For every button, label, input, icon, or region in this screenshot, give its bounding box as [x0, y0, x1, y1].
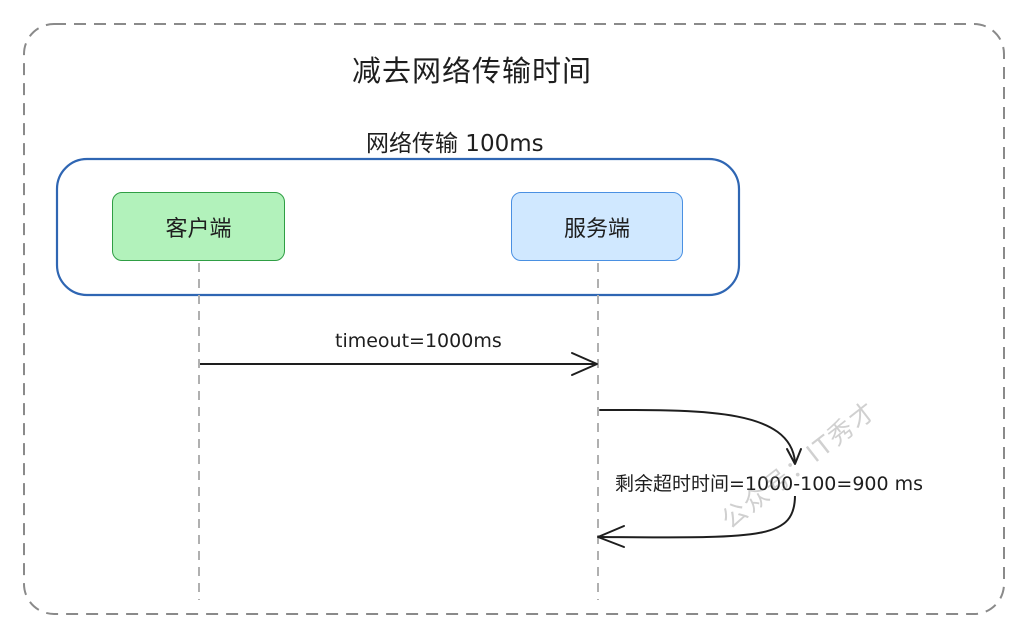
return-arrow-head — [597, 525, 625, 548]
request-timeout-label: timeout=1000ms — [335, 330, 502, 352]
server-node: 服务端 — [511, 192, 683, 261]
remaining-timeout-label: 剩余超时时间=1000-100=900 ms — [613, 469, 926, 496]
outer-dashed-frame — [23, 23, 1005, 615]
deduct-curve-arrow — [599, 408, 796, 463]
client-node: 客户端 — [112, 192, 285, 261]
client-node-label: 客户端 — [165, 216, 232, 242]
network-transfer-label: 网络传输 100ms — [366, 131, 544, 157]
request-arrow-head — [571, 352, 598, 376]
deduct-curve-arrow-head — [786, 448, 802, 465]
return-curve-arrow — [599, 494, 796, 539]
diagram-title: 减去网络传输时间 — [352, 54, 593, 88]
network-group-box — [55, 157, 741, 297]
server-node-label: 服务端 — [563, 216, 630, 242]
